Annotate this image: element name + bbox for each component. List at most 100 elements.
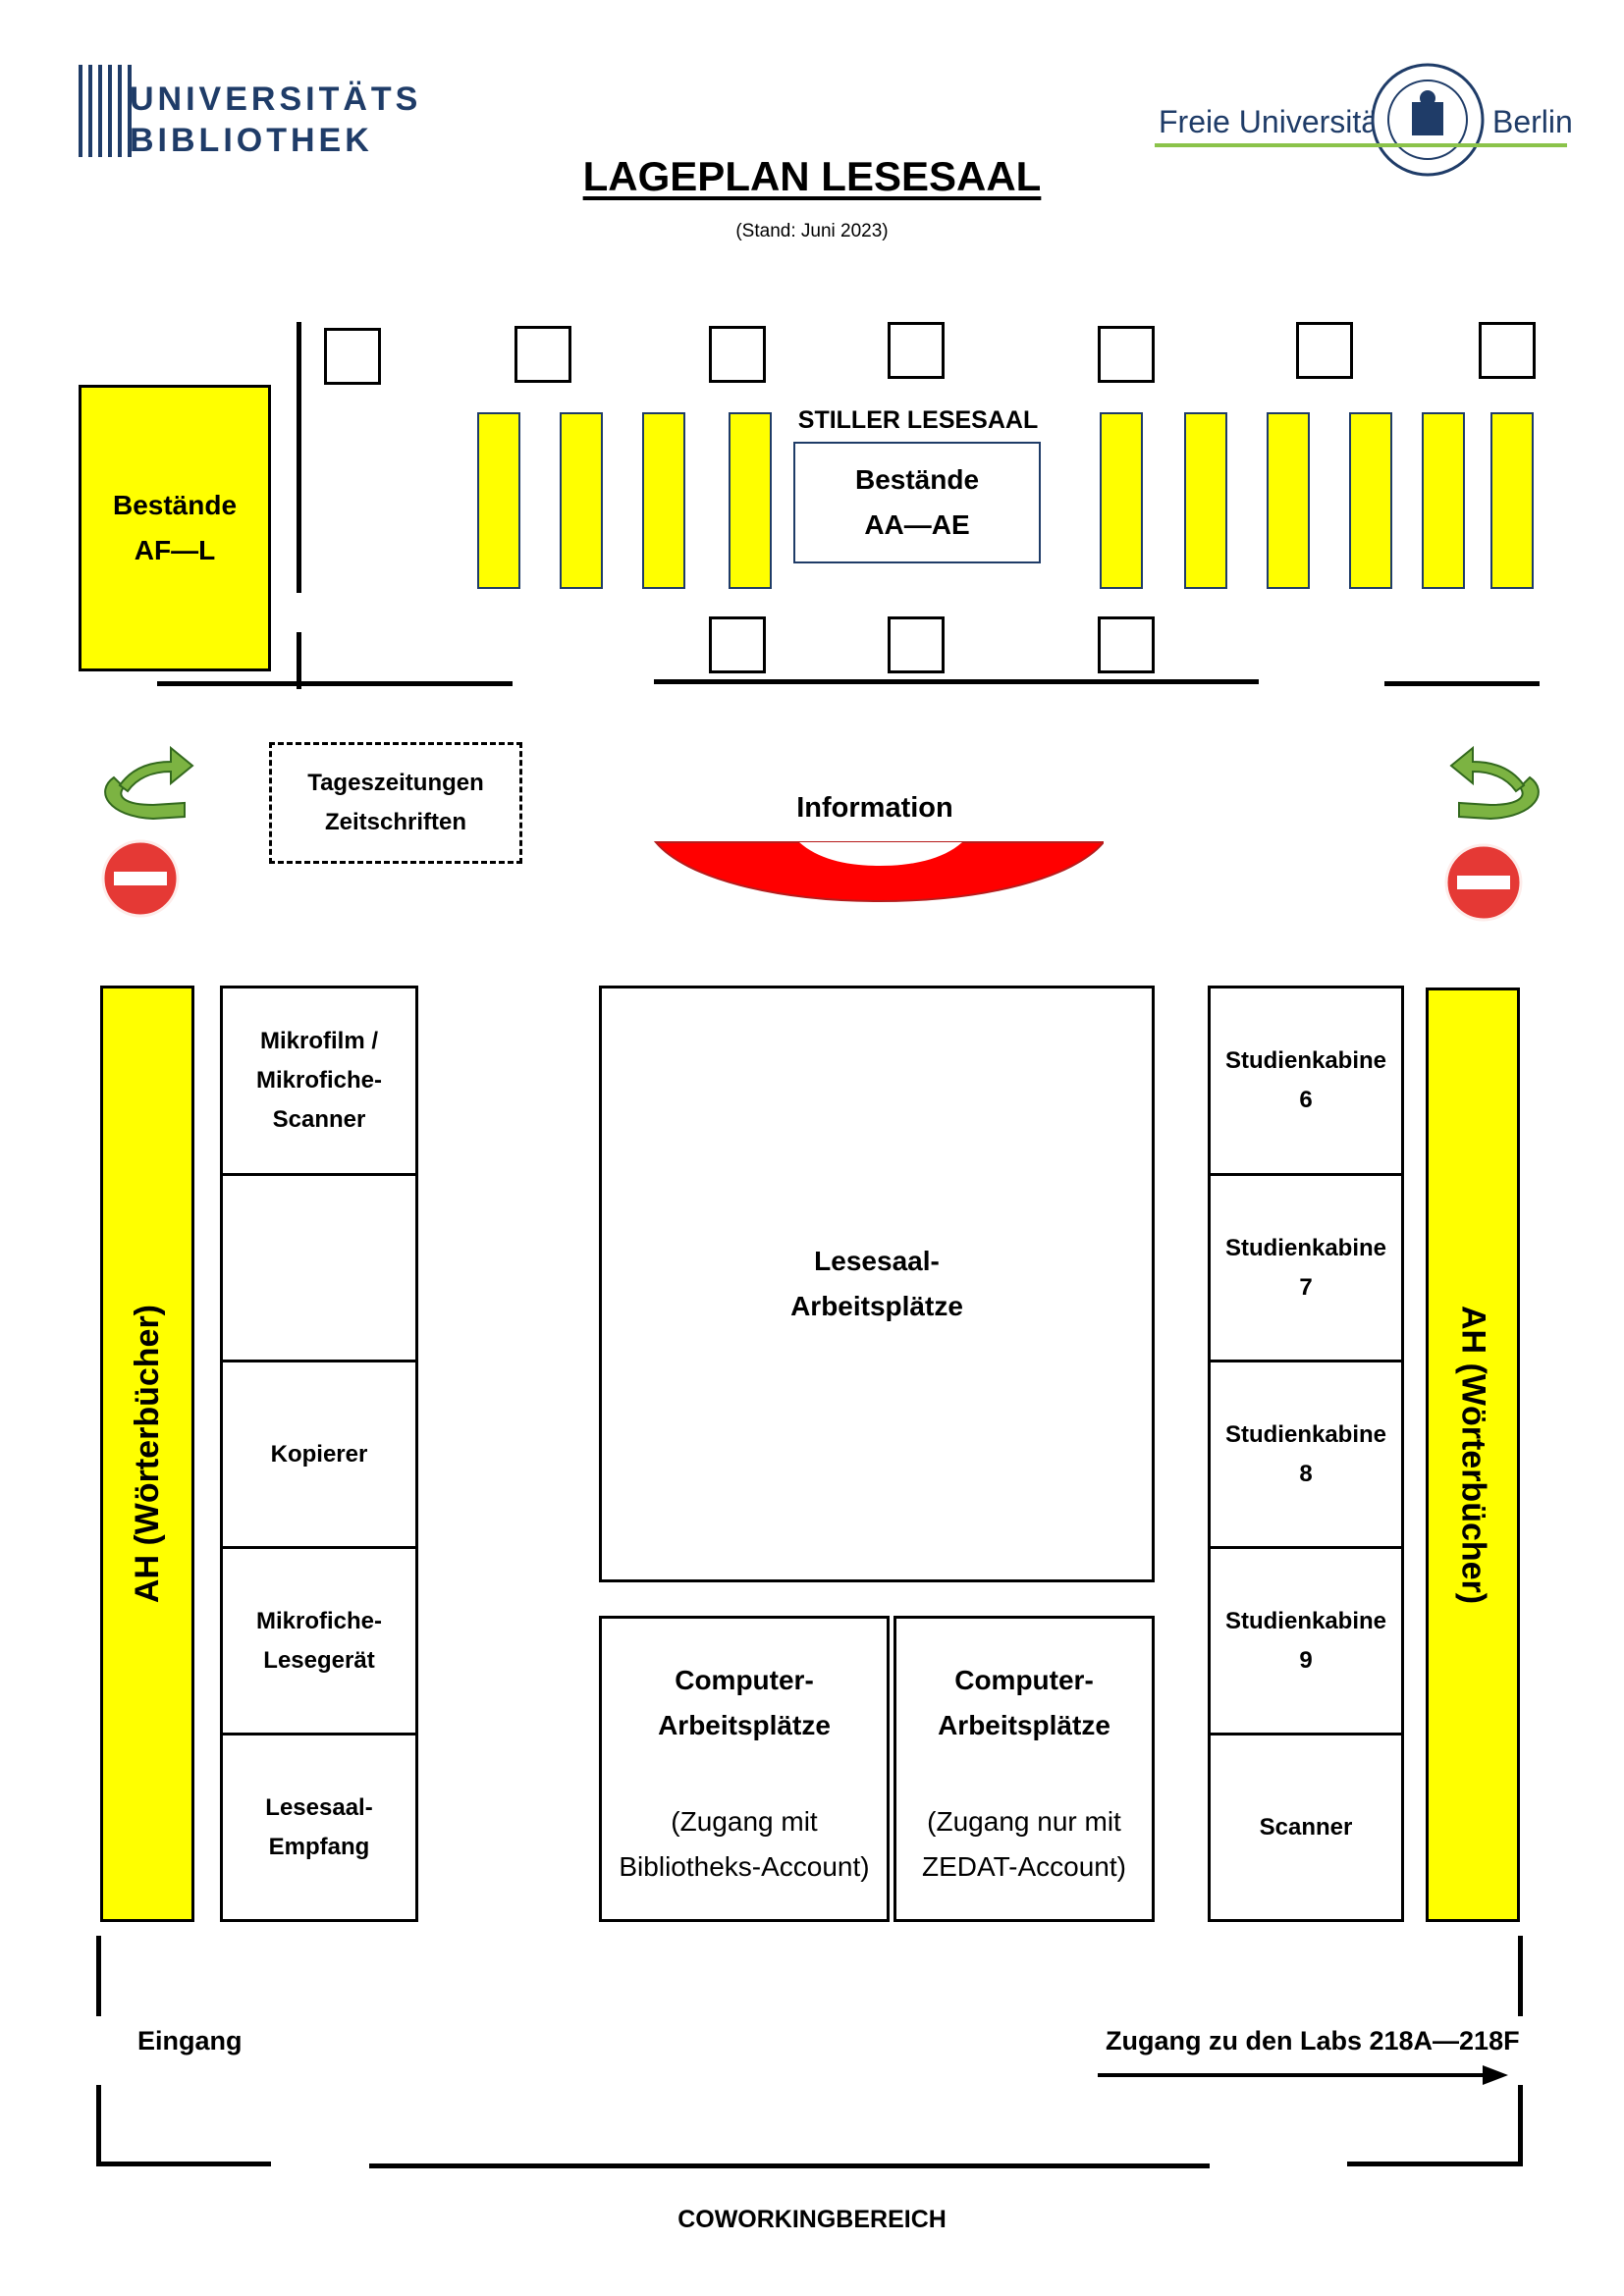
ub-logo-icon bbox=[79, 65, 132, 157]
shelf bbox=[477, 412, 520, 589]
seat-square bbox=[1098, 326, 1155, 383]
computer-zedat-note: (Zugang nur mit ZEDAT-Account) bbox=[896, 1795, 1152, 1894]
computer-bib-note: (Zugang mit Bibliotheks-Account) bbox=[602, 1795, 887, 1894]
scanner-label: Scanner bbox=[1259, 1813, 1353, 1841]
ub-logo-line2: BIBLIOTHEK bbox=[130, 122, 373, 159]
shelf bbox=[729, 412, 772, 589]
information-label: Information bbox=[796, 791, 953, 824]
ub-logo-line1: UNIVERSITÄTS bbox=[130, 80, 422, 118]
left-service-column: Mikrofilm / Mikrofiche- Scanner Kopierer… bbox=[220, 986, 418, 1922]
computer-bib-title-line1: Computer- bbox=[675, 1665, 814, 1695]
lesesaal-arbeitsplaetze-line2: Arbeitsplätze bbox=[790, 1291, 963, 1321]
seat-square bbox=[324, 328, 381, 385]
studienkabine-8-cell: Studienkabine 8 bbox=[1211, 1362, 1401, 1549]
wall-horizontal bbox=[157, 681, 513, 686]
right-service-column: Studienkabine 6 Studienkabine 7 Studienk… bbox=[1208, 986, 1404, 1922]
wall-horizontal bbox=[654, 679, 1259, 684]
ah-woerterbuecher-right-label: AH (Wörterbücher) bbox=[1454, 1305, 1492, 1605]
lesesaal-empfang-line1: Lesesaal- bbox=[265, 1793, 373, 1821]
arrow-right-icon bbox=[1098, 2065, 1508, 2085]
lesesaal-empfang-line2: Empfang bbox=[268, 1833, 370, 1860]
page-title-wrap: LAGEPLAN LESESAAL bbox=[0, 149, 1624, 204]
mikrofilm-line2: Mikrofiche- bbox=[255, 1067, 382, 1094]
studienkabine-6-line2: 6 bbox=[1299, 1087, 1313, 1113]
stiller-lesesaal-label: STILLER LESESAAL bbox=[797, 405, 1039, 434]
shelf bbox=[1100, 412, 1143, 589]
tageszeitungen-line2: Zeitschriften bbox=[324, 809, 467, 835]
seat-square bbox=[1479, 322, 1536, 379]
computer-zedat-title: Computer- Arbeitsplätze bbox=[896, 1654, 1152, 1752]
ah-woerterbuecher-left: AH (Wörterbücher) bbox=[100, 986, 194, 1922]
studienkabine-7-cell: Studienkabine 7 bbox=[1211, 1176, 1401, 1362]
bestaende-af-l-line2: AF—L bbox=[134, 535, 216, 565]
ah-woerterbuecher-right: AH (Wörterbücher) bbox=[1426, 988, 1520, 1922]
mikrofiche-lesegeraet-line2: Lesegerät bbox=[263, 1646, 375, 1674]
shelf bbox=[1184, 412, 1227, 589]
computer-arbeitsplaetze-zedat: Computer- Arbeitsplätze (Zugang nur mit … bbox=[893, 1616, 1155, 1922]
bestaende-af-l: Bestände AF—L bbox=[79, 385, 271, 671]
studienkabine-7-line2: 7 bbox=[1299, 1273, 1313, 1301]
mikrofilm-line3: Scanner bbox=[272, 1106, 366, 1133]
tageszeitungen-line1: Tageszeitungen bbox=[307, 770, 484, 796]
fu-logo-right-text: Berlin bbox=[1492, 104, 1573, 139]
computer-bib-note-line1: (Zugang mit bbox=[671, 1806, 818, 1837]
wall-right-upper bbox=[1518, 1936, 1523, 2016]
studienkabine-7-line1: Studienkabine bbox=[1224, 1234, 1387, 1261]
bestaende-aa-ae-line1: Bestände bbox=[854, 464, 980, 495]
ah-woerterbuecher-left-label: AH (Wörterbücher) bbox=[128, 1304, 166, 1604]
studienkabine-9-cell: Studienkabine 9 bbox=[1211, 1549, 1401, 1735]
computer-zedat-title-line2: Arbeitsplätze bbox=[938, 1710, 1110, 1740]
empty-cell bbox=[223, 1176, 415, 1362]
shelf bbox=[1267, 412, 1310, 589]
kopierer-cell: Kopierer bbox=[223, 1362, 415, 1549]
kopierer-label: Kopierer bbox=[270, 1440, 368, 1468]
page-subtitle: (Stand: Juni 2023) bbox=[735, 221, 889, 241]
shelf bbox=[1490, 412, 1534, 589]
lesesaal-arbeitsplaetze-line1: Lesesaal- bbox=[814, 1246, 940, 1276]
scanner-cell: Scanner bbox=[1211, 1735, 1401, 1919]
studienkabine-8-line2: 8 bbox=[1299, 1460, 1313, 1487]
wall-right-lower bbox=[1518, 2085, 1523, 2165]
zugang-labs-label: Zugang zu den Labs 218A—218F bbox=[1106, 2026, 1520, 2056]
lesesaal-empfang-cell: Lesesaal- Empfang bbox=[223, 1735, 415, 1919]
wall-horizontal bbox=[1384, 681, 1540, 686]
information-desk bbox=[653, 841, 1104, 903]
no-entry-icon bbox=[101, 839, 180, 918]
coworking-label: COWORKINGBEREICH bbox=[677, 2205, 947, 2233]
tageszeitungen-box: Tageszeitungen Zeitschriften bbox=[269, 742, 522, 864]
ub-logo: UNIVERSITÄTS BIBLIOTHEK bbox=[79, 63, 417, 161]
studienkabine-6-line1: Studienkabine bbox=[1224, 1047, 1387, 1074]
computer-zedat-note-line2: ZEDAT-Account) bbox=[922, 1851, 1126, 1882]
page-title: LAGEPLAN LESESAAL bbox=[582, 153, 1042, 199]
mikrofiche-lesegeraet-cell: Mikrofiche- Lesegerät bbox=[223, 1549, 415, 1735]
mikrofiche-lesegeraet-line1: Mikrofiche- bbox=[255, 1607, 382, 1634]
fu-logo-left-text: Freie Universität bbox=[1159, 104, 1387, 139]
computer-zedat-title-line1: Computer- bbox=[954, 1665, 1094, 1695]
fu-logo: Freie Universität Berlin bbox=[1155, 61, 1573, 179]
computer-arbeitsplaetze-bibliothek: Computer- Arbeitsplätze (Zugang mit Bibl… bbox=[599, 1616, 890, 1922]
computer-zedat-note-line1: (Zugang nur mit bbox=[927, 1806, 1121, 1837]
seat-square bbox=[1296, 322, 1353, 379]
seat-square bbox=[709, 616, 766, 673]
fu-seal-icon bbox=[1371, 63, 1485, 177]
studienkabine-9-line2: 9 bbox=[1299, 1646, 1313, 1674]
wall-vertical-lower bbox=[297, 632, 301, 689]
mikrofilm-scanner-cell: Mikrofilm / Mikrofiche- Scanner bbox=[223, 988, 415, 1176]
eingang-label: Eingang bbox=[137, 2026, 243, 2056]
seat-square bbox=[888, 616, 945, 673]
computer-bib-title-line2: Arbeitsplätze bbox=[658, 1710, 831, 1740]
seat-square bbox=[514, 326, 571, 383]
shelf bbox=[642, 412, 685, 589]
seat-square bbox=[709, 326, 766, 383]
fu-logo-green-bar bbox=[1155, 143, 1567, 147]
studienkabine-9-line1: Studienkabine bbox=[1224, 1607, 1387, 1634]
wall-bottom-left bbox=[96, 2162, 271, 2166]
wall-vertical-upper bbox=[297, 322, 301, 593]
turn-arrow-icon bbox=[1449, 745, 1540, 821]
no-entry-icon bbox=[1444, 843, 1523, 922]
bestaende-af-l-line1: Bestände bbox=[112, 490, 238, 520]
lesesaal-arbeitsplaetze: Lesesaal- Arbeitsplätze bbox=[599, 986, 1155, 1582]
wall-left-upper bbox=[96, 1936, 101, 2016]
mikrofilm-line1: Mikrofilm / bbox=[259, 1028, 378, 1054]
wall-left-lower bbox=[96, 2085, 101, 2165]
